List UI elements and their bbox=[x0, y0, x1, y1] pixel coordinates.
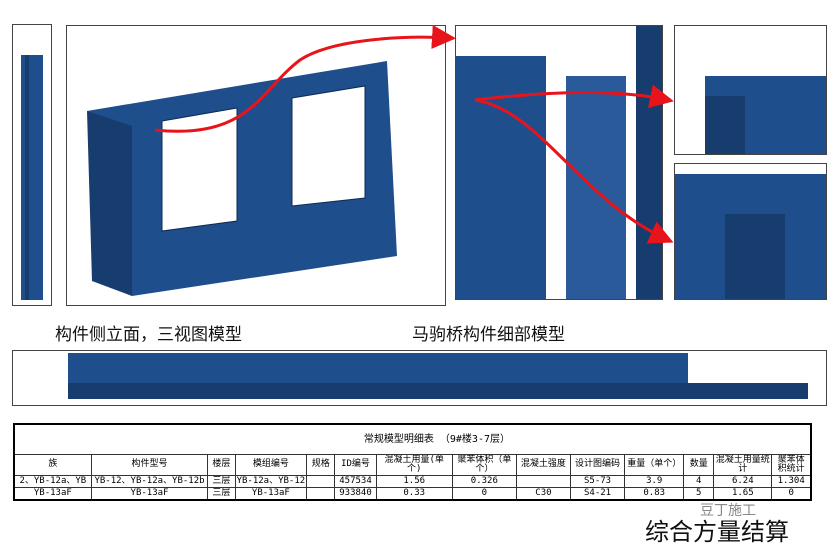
header-cell: 聚苯体积统计 bbox=[771, 453, 812, 476]
header-cell: 设计图编码 bbox=[569, 453, 626, 476]
cell: 3.9 bbox=[624, 474, 685, 488]
cell bbox=[306, 486, 336, 500]
header-cell: 混凝土强度 bbox=[515, 453, 571, 476]
caption-left: 构件侧立面，三视图模型 bbox=[55, 325, 242, 345]
cell: 0 bbox=[451, 486, 517, 500]
cell: 2、YB-12a、YB bbox=[13, 474, 92, 488]
header-cell: ID编号 bbox=[334, 453, 377, 476]
cell: 457534 bbox=[334, 474, 377, 488]
header-cell: 混凝土用量(单个) bbox=[375, 453, 453, 476]
header-cell: 混凝土用量统计 bbox=[713, 453, 773, 476]
header-cell: 重量（单个） bbox=[624, 453, 685, 476]
schedule-table: 常规模型明细表 （9#楼3-7层） 族 构件型号 楼层 模组编号 规格 ID编号… bbox=[13, 423, 812, 501]
cell: 0.83 bbox=[624, 486, 685, 500]
cell bbox=[306, 474, 336, 488]
plan-view bbox=[12, 350, 827, 406]
header-cell: 模组编号 bbox=[234, 453, 308, 476]
cell: 0.33 bbox=[375, 486, 453, 500]
cell: 0 bbox=[771, 486, 812, 500]
detail-top-view bbox=[674, 25, 827, 155]
cell: C30 bbox=[515, 486, 571, 500]
cell: S4-21 bbox=[569, 486, 626, 500]
header-cell: 构件型号 bbox=[90, 453, 209, 476]
table-header-row: 族 构件型号 楼层 模组编号 规格 ID编号 混凝土用量(单个) 聚苯体积（单个… bbox=[13, 453, 812, 476]
cell: 三层 bbox=[207, 474, 236, 488]
table-title: 常规模型明细表 （9#楼3-7层） bbox=[13, 423, 812, 455]
cell: YB-12a、YB-12 bbox=[234, 474, 308, 488]
cell: YB-13aF bbox=[234, 486, 308, 500]
summary-caption: 综合方量结算 bbox=[645, 518, 789, 546]
wall-panel-model bbox=[87, 61, 397, 296]
side-elevation-view bbox=[12, 24, 52, 306]
cell: 1.56 bbox=[375, 474, 453, 488]
header-cell: 聚苯体积（单个） bbox=[451, 453, 517, 476]
cell: YB-13aF bbox=[90, 486, 209, 500]
cell bbox=[515, 474, 571, 488]
3d-model-view bbox=[66, 25, 446, 306]
cell: YB-12、YB-12a、YB-12b bbox=[90, 474, 209, 488]
watermark: 豆丁施工 bbox=[700, 503, 756, 519]
cell: S5-73 bbox=[569, 474, 626, 488]
cell: 4 bbox=[683, 474, 715, 488]
cell: 5 bbox=[683, 486, 715, 500]
detail-bottom-view bbox=[674, 163, 827, 300]
cell: YB-13aF bbox=[13, 486, 92, 500]
cell: 0.326 bbox=[451, 474, 517, 488]
detail-view bbox=[455, 25, 663, 300]
header-cell: 数量 bbox=[683, 453, 715, 476]
cell: 1.65 bbox=[713, 486, 773, 500]
header-cell: 族 bbox=[13, 453, 92, 476]
header-cell: 规格 bbox=[306, 453, 336, 476]
caption-right: 马驹桥构件细部模型 bbox=[412, 325, 565, 345]
cell: 6.24 bbox=[713, 474, 773, 488]
cell: 1.304 bbox=[771, 474, 812, 488]
cell: 933840 bbox=[334, 486, 377, 500]
header-cell: 楼层 bbox=[207, 453, 236, 476]
cell: 三层 bbox=[207, 486, 236, 500]
